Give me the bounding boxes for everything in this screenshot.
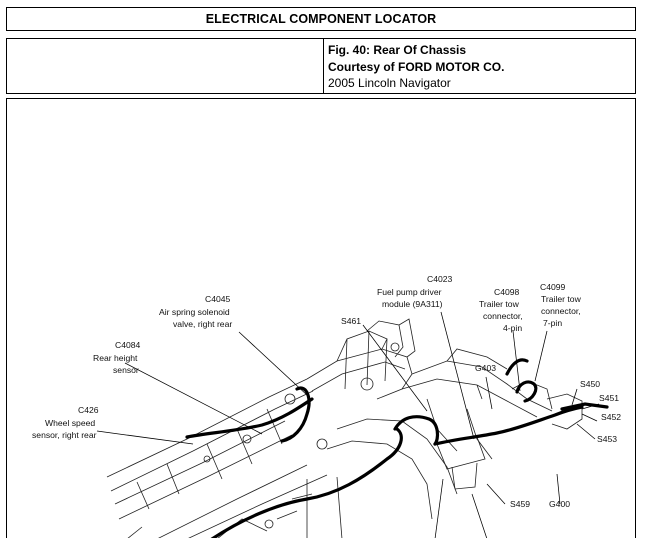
label-s461: S461	[341, 316, 361, 326]
label-c4023-line2: module (9A311)	[382, 299, 443, 309]
label-c4045-line1: Air spring solenoid	[159, 307, 230, 317]
figure-vehicle: 2005 Lincoln Navigator	[328, 76, 451, 90]
label-c4084-line2: sensor	[113, 365, 139, 375]
document-page: ELECTRICAL COMPONENT LOCATOR Fig. 40: Re…	[6, 7, 636, 538]
label-c4099-line2: connector,	[541, 306, 581, 316]
label-c4023-id: C4023	[427, 274, 453, 284]
wiring-harness	[185, 358, 609, 538]
label-c4045-id: C4045	[205, 294, 231, 304]
callout-leaders	[96, 311, 600, 538]
label-c426-line1: Wheel speed	[45, 418, 95, 428]
label-c4099-line1: Trailer tow	[541, 294, 582, 304]
label-c4084-line1: Rear height	[93, 353, 138, 363]
figure-courtesy: Courtesy of FORD MOTOR CO.	[328, 59, 505, 74]
figure-panel: C4023 Fuel pump driver module (9A311) C4…	[6, 98, 636, 538]
label-s452: S452	[601, 412, 621, 422]
label-s450: S450	[580, 379, 600, 389]
locator-title: ELECTRICAL COMPONENT LOCATOR	[6, 7, 636, 31]
label-s453: S453	[597, 434, 617, 444]
label-c4098-line3: 4-pin	[503, 323, 522, 333]
label-c4098-line1: Trailer tow	[479, 299, 520, 309]
label-c4023-line1: Fuel pump driver	[377, 287, 442, 297]
label-g400: G400	[549, 499, 570, 509]
chassis-diagram: C4023 Fuel pump driver module (9A311) C4…	[32, 274, 621, 538]
figure-header: Fig. 40: Rear Of Chassis Courtesy of FOR…	[6, 38, 636, 94]
label-c4099-id: C4099	[540, 282, 566, 292]
figure-info: Fig. 40: Rear Of Chassis Courtesy of FOR…	[328, 42, 504, 92]
label-s451: S451	[599, 393, 619, 403]
label-c4098-id: C4098	[494, 287, 520, 297]
label-g403: G403	[475, 363, 496, 373]
label-c4045-line2: valve, right rear	[173, 319, 232, 329]
header-divider	[323, 39, 324, 93]
label-c426-line2: sensor, right rear	[32, 430, 97, 440]
locator-title-text: ELECTRICAL COMPONENT LOCATOR	[205, 12, 437, 26]
figure-caption: Fig. 40: Rear Of Chassis	[328, 43, 467, 57]
label-c4084-id: C4084	[115, 340, 141, 350]
label-c4099-line3: 7-pin	[543, 318, 562, 328]
label-s459: S459	[510, 499, 530, 509]
label-c4098-line2: connector,	[483, 311, 523, 321]
label-c426-id: C426	[78, 405, 99, 415]
